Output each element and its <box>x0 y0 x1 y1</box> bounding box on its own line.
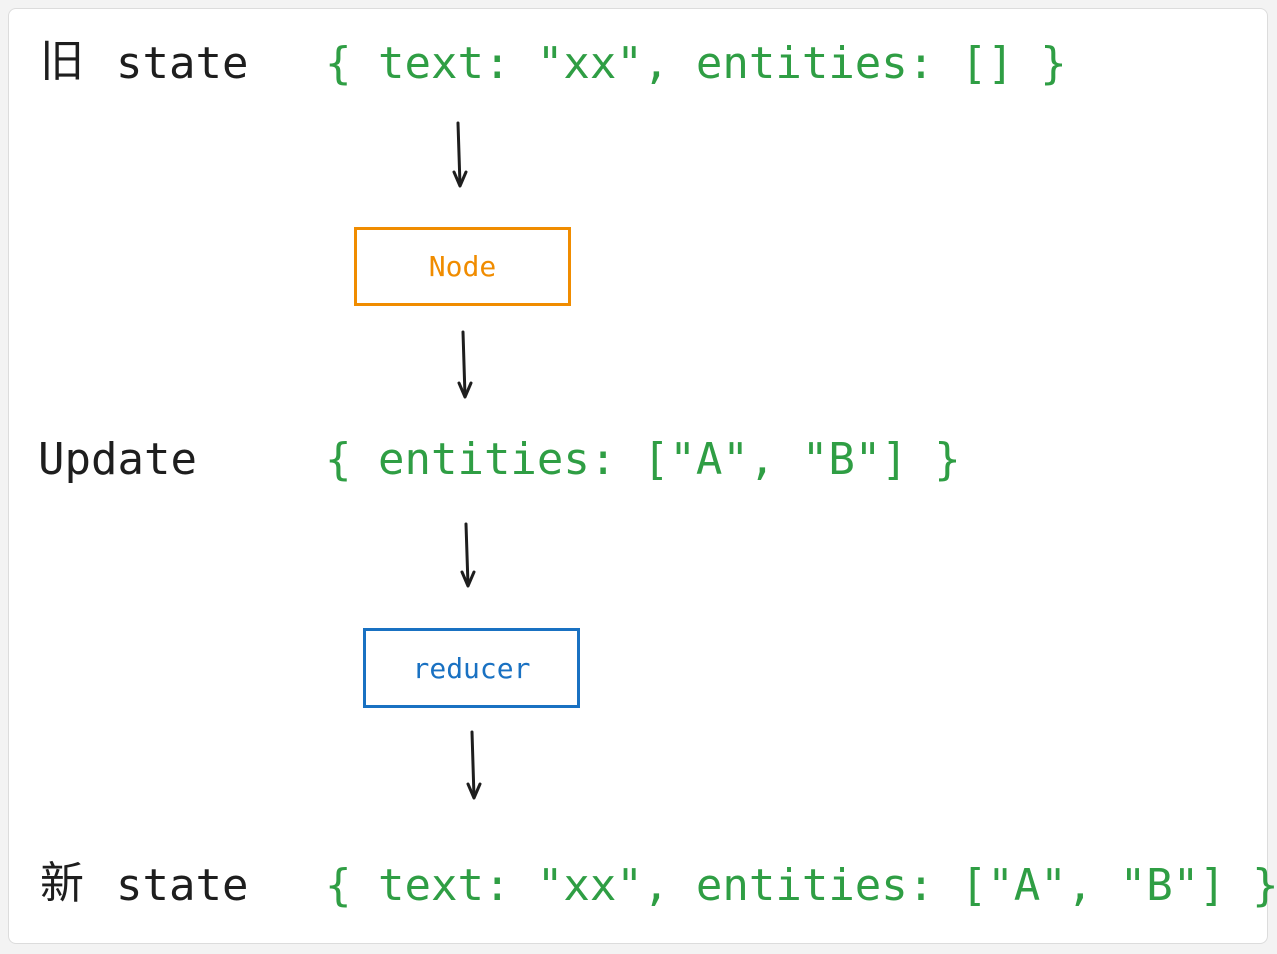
arrow-old-state-to-node <box>452 121 468 188</box>
new-state-code: { text: "xx", entities: ["A", "B"] } <box>325 860 1277 911</box>
reducer-box-label: reducer <box>412 651 531 685</box>
arrow-reducer-to-new-state <box>466 730 482 800</box>
old-state-prefix: 旧 <box>40 36 84 87</box>
new-state-label: state <box>116 860 249 911</box>
node-box-label: Node <box>428 250 497 283</box>
node-box: Node <box>354 227 571 306</box>
reducer-box: reducer <box>363 628 580 708</box>
arrow-node-to-update <box>457 330 473 399</box>
update-code: { entities: ["A", "B"] } <box>325 434 961 485</box>
old-state-label: state <box>116 38 249 89</box>
update-label: Update <box>38 434 197 485</box>
diagram-canvas <box>8 8 1268 944</box>
old-state-code: { text: "xx", entities: [] } <box>325 38 1067 89</box>
new-state-prefix: 新 <box>40 858 84 909</box>
arrow-update-to-reducer <box>460 522 476 588</box>
